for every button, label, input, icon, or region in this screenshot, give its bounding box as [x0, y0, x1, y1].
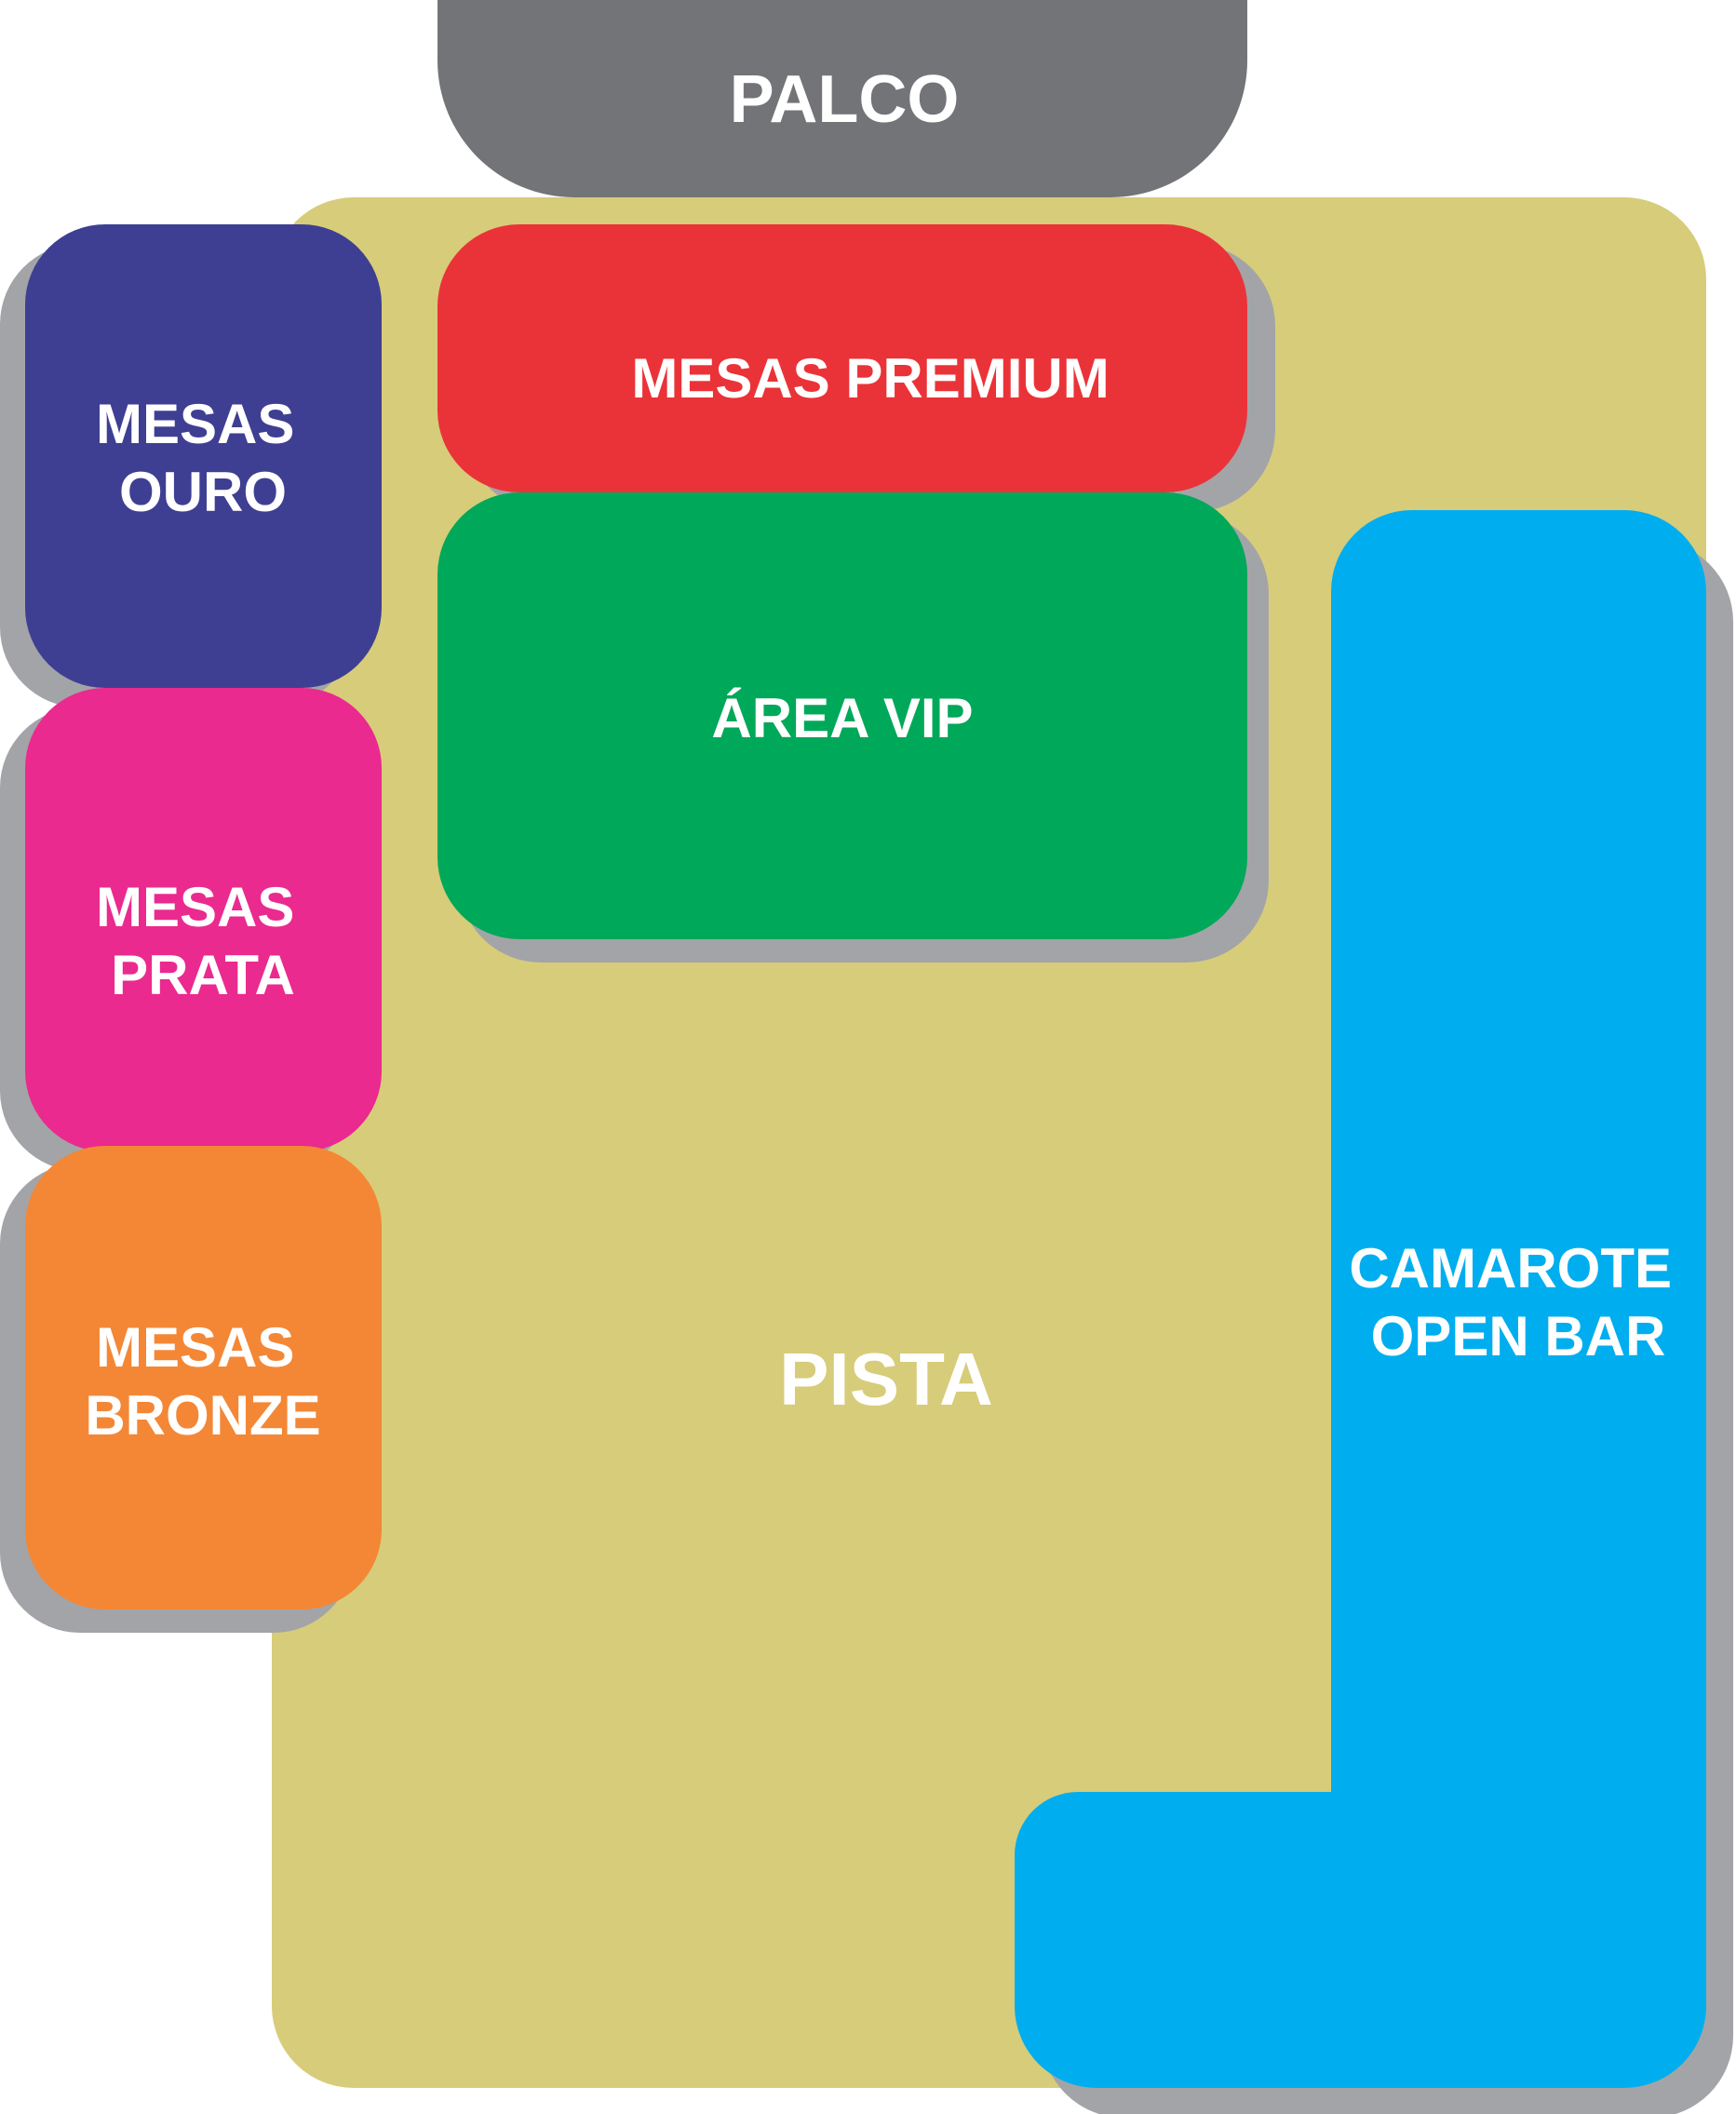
palco-label: PALCO	[730, 62, 960, 137]
mesas-premium-label: MESAS PREMIUM	[631, 347, 1109, 410]
mesas-bronze-label: MESAS BRONZE	[85, 1316, 320, 1447]
camarote-open-bar-label: CAMAROTE OPEN BAR	[1349, 1237, 1687, 1367]
mesas-premium-area[interactable]	[437, 224, 1247, 492]
mesas-ouro-label: MESAS OURO	[96, 393, 310, 523]
mesas-ouro-area[interactable]	[25, 224, 382, 688]
mesas-prata-label: MESAS PRATA	[96, 876, 310, 1006]
mesas-prata-area[interactable]	[25, 688, 382, 1151]
area-vip-label: ÁREA VIP	[711, 687, 973, 749]
pista-label: PISTA	[779, 1338, 993, 1421]
palco-stage[interactable]	[437, 0, 1247, 197]
camarote-open-bar-area[interactable]	[1015, 510, 1706, 2088]
mesas-bronze-area[interactable]	[25, 1146, 382, 1609]
area-vip-area[interactable]	[437, 492, 1247, 939]
